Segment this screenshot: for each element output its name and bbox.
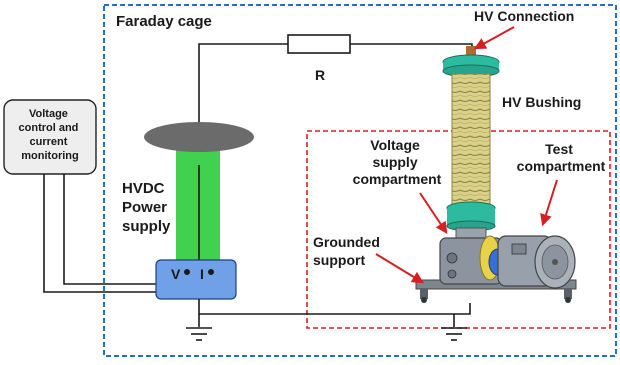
wire-top-right [350,43,473,52]
hvdc-label: HVDC Power supply [122,180,171,235]
test-apparatus [415,235,577,303]
voltage-supply-compartment-label: Voltage supply compartment [353,137,442,187]
voltage-supply-arrow [419,192,448,234]
resistor [287,34,351,54]
grounded-support-arrow [375,253,425,284]
test-compartment-label: Test compartment [517,141,606,174]
grounded-support-label: Grounded support [313,234,384,268]
hvdc-column [176,145,220,263]
wire-top-left [198,43,288,122]
power-supply-box [155,259,237,300]
voltage-control-box [3,99,97,175]
terminal-i-dot [208,269,214,275]
hvdc-top-disc [144,122,254,152]
ground-symbol-right [441,327,467,341]
hv-connection-label: HV Connection [474,8,574,24]
hv-bushing-assembly [442,46,500,241]
faraday-cage-border [103,4,617,357]
terminal-i-label: I [200,266,204,282]
terminal-v-label: V [171,266,181,282]
hv-bushing-label: HV Bushing [502,94,581,110]
resistor-label: R [315,67,325,83]
test-compartment-arrow [540,179,558,227]
wire-ground [198,299,471,315]
voltage-control-label: Voltage control and current monitoring [19,108,82,162]
faraday-cage-label: Faraday cage [116,13,212,30]
ground-symbol-left [186,327,212,341]
hv-connection-arrow [473,26,515,50]
terminal-v-dot [184,269,190,275]
